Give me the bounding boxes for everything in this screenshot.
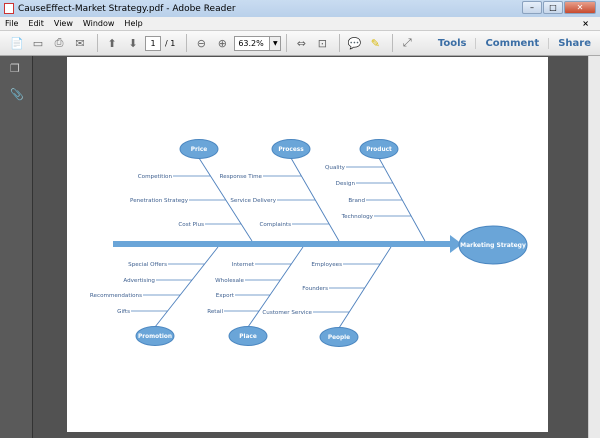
bone-people (338, 246, 392, 329)
menu-file[interactable]: File (5, 19, 19, 28)
menu-edit[interactable]: Edit (28, 19, 44, 28)
zoom-out-icon[interactable]: ⊖ (196, 36, 206, 50)
bone-price (198, 157, 253, 242)
category-label: Product (366, 147, 392, 153)
window-title: CauseEffect-Market Strategy.pdf - Adobe … (18, 3, 236, 14)
cause-label: Founders (302, 286, 328, 292)
category-node-place (228, 326, 268, 346)
category-label: Process (278, 147, 304, 153)
next-page-icon[interactable]: ⬇ (128, 36, 138, 50)
cause-label: Retail (207, 309, 223, 315)
zoom-dropdown-icon[interactable]: ▼ (270, 35, 282, 51)
maximize-button[interactable]: □ (543, 1, 563, 14)
category-node-people (319, 327, 359, 347)
toolbar: 📄 ▭ ⎙ ✉ ⬆ ⬇ 1 / 1 ⊖ ⊕ 63.2% ▼ ⇔ ⊡ 💬 ✎ ⤢ … (0, 31, 600, 56)
create-pdf-icon[interactable]: 📄 (10, 36, 24, 50)
bone-place (247, 246, 304, 328)
cause-label: Brand (348, 198, 365, 204)
cause-label: Service Delivery (230, 198, 276, 204)
share-button[interactable]: Share (548, 38, 600, 49)
minimize-button[interactable]: – (522, 1, 542, 14)
pages-icon[interactable]: ❐ (10, 62, 20, 75)
cause-label: Export (216, 293, 235, 299)
cause-label: Design (336, 181, 356, 187)
email-icon[interactable]: ✉ (75, 36, 85, 50)
fit-width-icon[interactable]: ⇔ (296, 36, 306, 50)
menu-bar: File Edit View Window Help × (0, 17, 600, 31)
cause-label: Internet (232, 262, 255, 268)
navigation-pane: ❐ 📎 (0, 56, 33, 438)
cause-label: Complaints (259, 222, 291, 228)
bone-process (290, 157, 340, 242)
zoom-in-icon[interactable]: ⊕ (217, 36, 227, 50)
category-node-process (271, 139, 311, 159)
attachments-icon[interactable]: 📎 (10, 88, 24, 101)
cause-label: Recommendations (90, 293, 142, 299)
cause-label: Employees (311, 262, 342, 268)
print-icon[interactable]: ⎙ (54, 36, 64, 49)
page-number-input[interactable]: 1 (145, 35, 161, 51)
category-label: Promotion (138, 334, 172, 340)
previous-page-icon[interactable]: ⬆ (107, 36, 117, 50)
cause-label: Competition (138, 174, 173, 180)
effect-label: Marketing Strategy (460, 242, 526, 249)
cause-label: Response Time (220, 174, 263, 180)
menu-help[interactable]: Help (124, 19, 143, 28)
tools-button[interactable]: Tools (437, 38, 467, 49)
effect-node (458, 225, 528, 265)
close-button[interactable]: ✕ (564, 1, 596, 14)
save-icon[interactable]: ▭ (32, 36, 44, 50)
full-screen-icon[interactable]: ⤢ (402, 36, 412, 49)
vertical-scrollbar[interactable] (588, 56, 600, 438)
category-node-product (359, 139, 399, 159)
cause-label: Quality (325, 165, 346, 171)
menu-view[interactable]: View (53, 19, 73, 28)
fit-page-icon[interactable]: ⊡ (317, 36, 327, 50)
category-label: People (328, 335, 350, 341)
highlight-icon[interactable]: ✎ (370, 36, 380, 50)
menu-window[interactable]: Window (82, 19, 115, 28)
cause-label: Special Offers (128, 262, 167, 268)
cause-label: Penetration Strategy (130, 198, 189, 204)
cause-label: Technology (341, 214, 374, 220)
bone-promotion (154, 246, 219, 328)
cause-label: Advertising (123, 278, 155, 284)
cause-label: Cost Plus (178, 222, 204, 228)
category-node-promotion (135, 326, 175, 346)
spine-arrowhead (450, 235, 462, 253)
cause-label: Gifts (117, 309, 130, 315)
category-label: Price (191, 147, 208, 153)
comment-button[interactable]: Comment (475, 38, 548, 49)
pdf-icon (4, 3, 14, 14)
category-node-price (179, 139, 219, 159)
close-document-icon[interactable]: × (582, 19, 589, 28)
cause-label: Wholesale (215, 278, 244, 284)
page-total: / 1 (165, 38, 176, 48)
spine (113, 241, 455, 247)
bone-product (378, 157, 426, 242)
category-label: Place (239, 334, 257, 340)
cause-label: Customer Service (262, 310, 312, 316)
zoom-input[interactable]: 63.2% (234, 35, 271, 51)
title-bar: CauseEffect-Market Strategy.pdf - Adobe … (0, 0, 600, 17)
sticky-note-icon[interactable]: 💬 (347, 36, 362, 50)
